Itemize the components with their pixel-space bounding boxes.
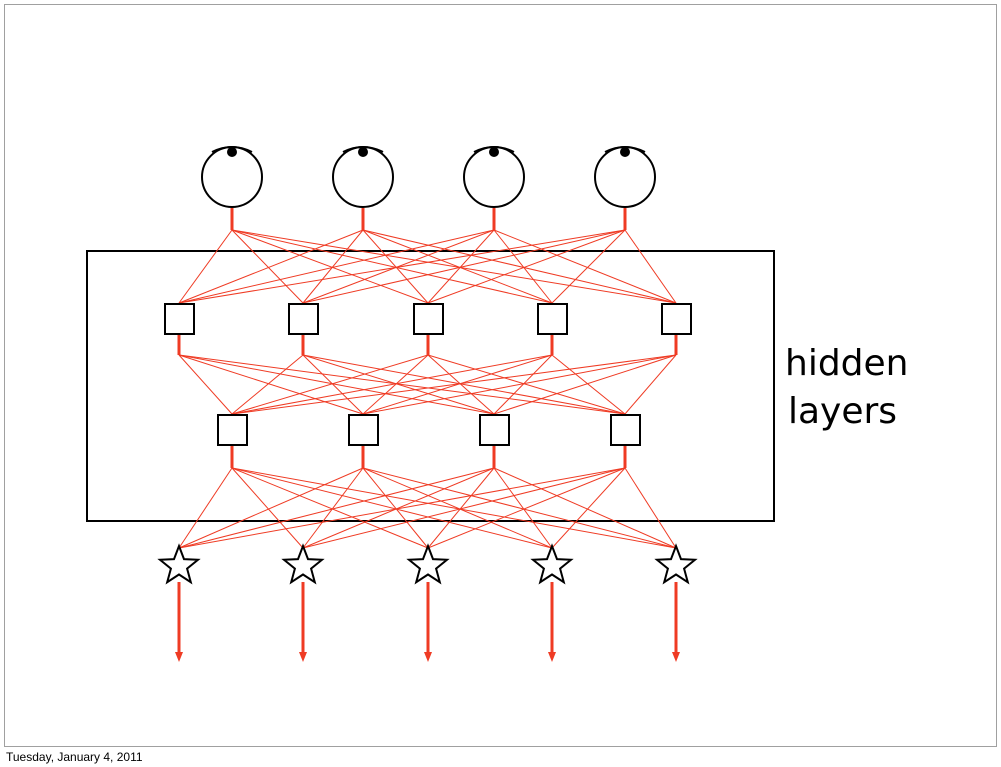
edge-hidden-1-3-to-hidden-2-1	[231, 354, 429, 415]
edge-hidden-2-2-to-output-2	[302, 467, 364, 549]
star-icon	[281, 543, 325, 585]
edge-hidden-2-3-to-output-1	[178, 467, 495, 549]
edge-hidden-1-2-to-hidden-2-3	[302, 354, 495, 415]
edge-hidden-1-5-to-hidden-2-1	[231, 354, 677, 415]
node-hidden-1-3	[413, 303, 444, 335]
node-hidden-2-2	[348, 414, 379, 446]
star-icon	[530, 543, 574, 585]
pupil	[489, 147, 499, 157]
edge-hidden-2-3-to-output-2	[302, 467, 495, 549]
edge-hidden-2-3-to-output-3	[427, 467, 495, 549]
edge-hidden-2-4-to-output-2	[302, 467, 626, 549]
pupil	[227, 147, 237, 157]
edge-hidden-1-1-to-hidden-2-4	[178, 354, 626, 415]
edge-input-1-to-hidden-1-3	[231, 229, 429, 304]
edge-hidden-2-1-to-output-1	[178, 467, 233, 549]
eye-icon	[594, 146, 656, 208]
hidden-layers-label: hidden layers	[785, 340, 909, 436]
node-hidden-1-1	[164, 303, 195, 335]
edge-input-4-to-hidden-1-3	[427, 229, 626, 304]
edge-hidden-1-4-to-hidden-2-4	[551, 354, 626, 415]
edge-hidden-1-2-to-hidden-2-2	[302, 354, 364, 415]
edge-hidden-1-3-to-hidden-2-3	[427, 354, 495, 415]
eye-icon	[463, 146, 525, 208]
edge-hidden-2-4-to-output-1	[178, 467, 626, 549]
hidden-label-line1: hidden	[785, 343, 909, 384]
edge-input-4-to-hidden-1-5	[624, 229, 677, 304]
edge-hidden-2-3-to-output-5	[493, 467, 677, 549]
pupil	[620, 147, 630, 157]
edge-hidden-1-5-to-hidden-2-3	[493, 354, 677, 415]
node-hidden-1-5	[661, 303, 692, 335]
edge-hidden-1-2-to-hidden-2-4	[302, 354, 626, 415]
footer-date: Tuesday, January 4, 2011	[6, 750, 143, 764]
edge-hidden-2-1-to-output-3	[231, 467, 429, 549]
edge-hidden-1-1-to-hidden-2-1	[178, 354, 233, 415]
edge-input-1-to-hidden-1-2	[231, 229, 304, 304]
edge-hidden-2-4-to-output-4	[551, 467, 626, 549]
edge-input-3-to-hidden-1-1	[178, 229, 495, 304]
edge-input-2-to-hidden-1-5	[362, 229, 677, 304]
node-hidden-2-3	[479, 414, 510, 446]
edge-hidden-2-2-to-output-3	[362, 467, 429, 549]
star-icon	[654, 543, 698, 585]
edge-hidden-2-1-to-output-2	[231, 467, 304, 549]
edge-hidden-1-2-to-hidden-2-1	[231, 354, 304, 415]
edge-input-1-to-hidden-1-4	[231, 229, 553, 304]
edge-hidden-2-2-to-output-5	[362, 467, 677, 549]
edge-input-1-to-hidden-1-5	[231, 229, 677, 304]
edge-hidden-1-3-to-hidden-2-4	[427, 354, 626, 415]
slide	[4, 4, 997, 747]
edge-input-4-to-hidden-1-2	[302, 229, 626, 304]
edge-hidden-2-4-to-output-5	[624, 467, 677, 549]
edge-hidden-1-1-to-hidden-2-2	[178, 354, 364, 415]
edge-hidden-2-2-to-output-4	[362, 467, 553, 549]
edge-input-2-to-hidden-1-3	[362, 229, 429, 304]
star-icon	[157, 543, 201, 585]
edge-hidden-2-1-to-output-5	[231, 467, 677, 549]
edge-input-4-to-hidden-1-1	[178, 229, 626, 304]
edge-input-2-to-hidden-1-1	[178, 229, 364, 304]
edge-hidden-2-2-to-output-1	[178, 467, 364, 549]
star-icon	[406, 543, 450, 585]
edge-input-3-to-hidden-1-2	[302, 229, 495, 304]
eye-icon	[332, 146, 394, 208]
hidden-label-line2: layers	[787, 391, 898, 432]
node-hidden-2-1	[217, 414, 248, 446]
edge-hidden-2-1-to-output-4	[231, 467, 553, 549]
edge-input-2-to-hidden-1-2	[302, 229, 364, 304]
edge-input-3-to-hidden-1-4	[493, 229, 553, 304]
edge-hidden-1-1-to-hidden-2-3	[178, 354, 495, 415]
edge-input-1-to-hidden-1-1	[178, 229, 233, 304]
pupil	[358, 147, 368, 157]
edge-hidden-2-4-to-output-3	[427, 467, 626, 549]
node-hidden-1-4	[537, 303, 568, 335]
hidden-layers-box	[86, 250, 775, 522]
edge-input-4-to-hidden-1-4	[551, 229, 626, 304]
edge-hidden-1-4-to-hidden-2-3	[493, 354, 553, 415]
edge-hidden-1-5-to-hidden-2-2	[362, 354, 677, 415]
edge-input-3-to-hidden-1-3	[427, 229, 495, 304]
edge-input-2-to-hidden-1-4	[362, 229, 553, 304]
connections	[175, 208, 680, 662]
nodes	[157, 146, 698, 585]
edge-hidden-1-3-to-hidden-2-2	[362, 354, 429, 415]
node-hidden-1-2	[288, 303, 319, 335]
node-hidden-2-4	[610, 414, 641, 446]
eye-icon	[201, 146, 263, 208]
edge-input-3-to-hidden-1-5	[493, 229, 677, 304]
edge-hidden-1-5-to-hidden-2-4	[624, 354, 677, 415]
edge-hidden-1-4-to-hidden-2-1	[231, 354, 553, 415]
edge-hidden-2-3-to-output-4	[493, 467, 553, 549]
